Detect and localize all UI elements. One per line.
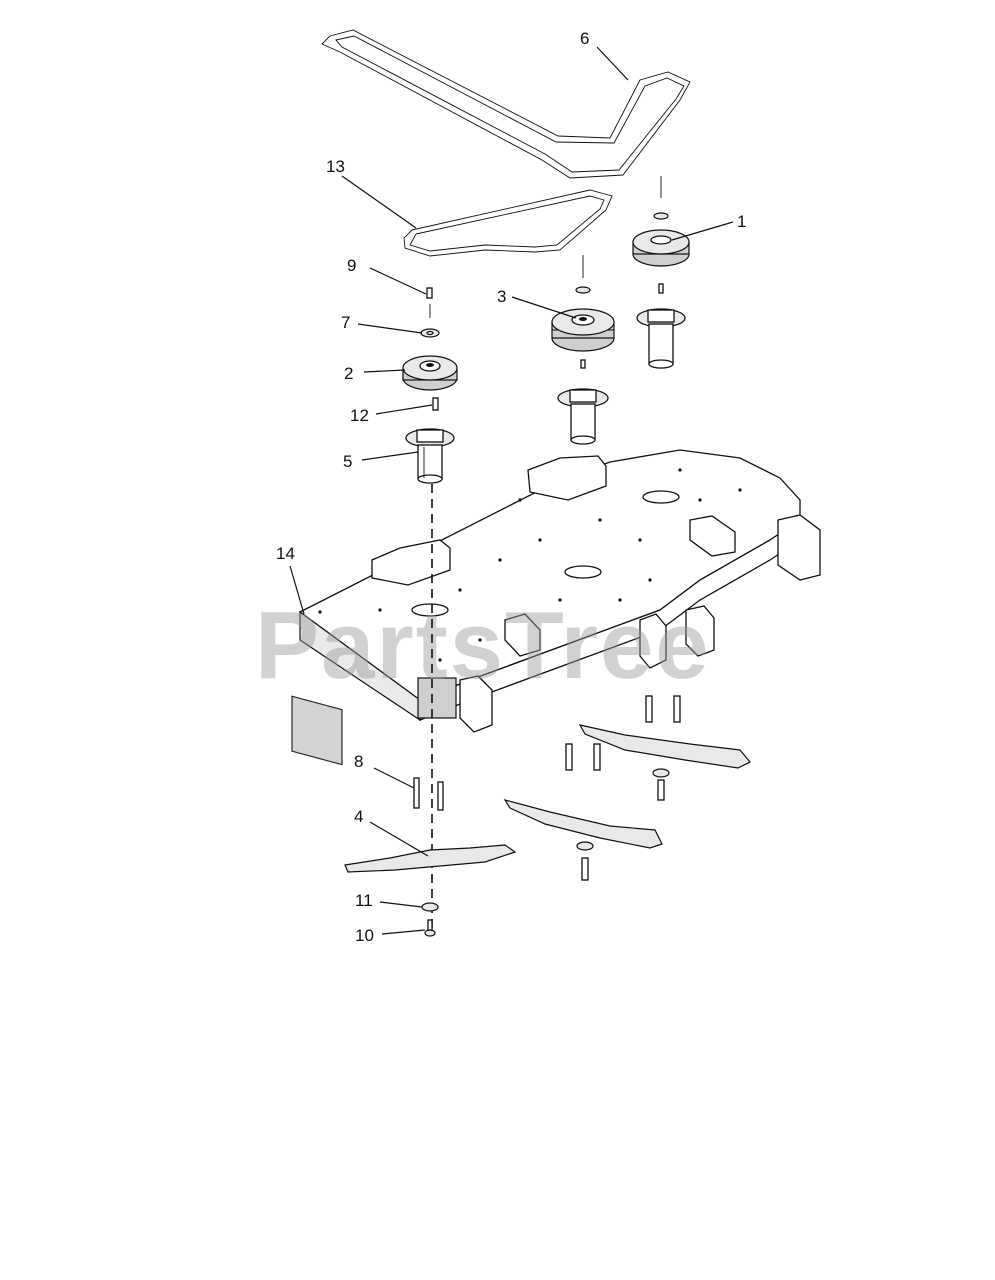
blade-left[interactable] bbox=[344, 777, 517, 937]
blade-right[interactable] bbox=[565, 695, 751, 801]
blade-center[interactable] bbox=[503, 799, 663, 881]
belt-large[interactable] bbox=[321, 29, 691, 179]
callout-11[interactable]: 11 bbox=[355, 891, 373, 910]
watermark: PartsTree bbox=[255, 592, 711, 699]
callout-8[interactable]: 8 bbox=[354, 752, 363, 771]
callout-12[interactable]: 12 bbox=[350, 406, 369, 425]
callout-5[interactable]: 5 bbox=[343, 452, 352, 471]
deck-holes bbox=[318, 468, 742, 662]
center-spindle-stack[interactable] bbox=[551, 255, 615, 445]
right-spindle-stack[interactable] bbox=[632, 176, 690, 369]
mower-deck[interactable] bbox=[291, 449, 821, 766]
callout-13[interactable]: 13 bbox=[326, 157, 345, 176]
belt-small[interactable] bbox=[403, 189, 613, 257]
callout-14[interactable]: 14 bbox=[276, 544, 295, 563]
callout-2[interactable]: 2 bbox=[344, 364, 353, 383]
callout-9[interactable]: 9 bbox=[347, 256, 356, 275]
callout-6[interactable]: 6 bbox=[580, 29, 589, 48]
leader-lines bbox=[289, 46, 734, 935]
left-spindle-stack[interactable] bbox=[402, 287, 458, 484]
callout-4[interactable]: 4 bbox=[354, 807, 363, 826]
callout-10[interactable]: 10 bbox=[355, 926, 374, 945]
callout-1[interactable]: 1 bbox=[737, 212, 746, 231]
callout-3[interactable]: 3 bbox=[497, 287, 506, 306]
callout-7[interactable]: 7 bbox=[341, 313, 350, 332]
callouts: 6 13 1 9 3 7 2 12 5 14 8 4 11 10 bbox=[276, 29, 746, 945]
